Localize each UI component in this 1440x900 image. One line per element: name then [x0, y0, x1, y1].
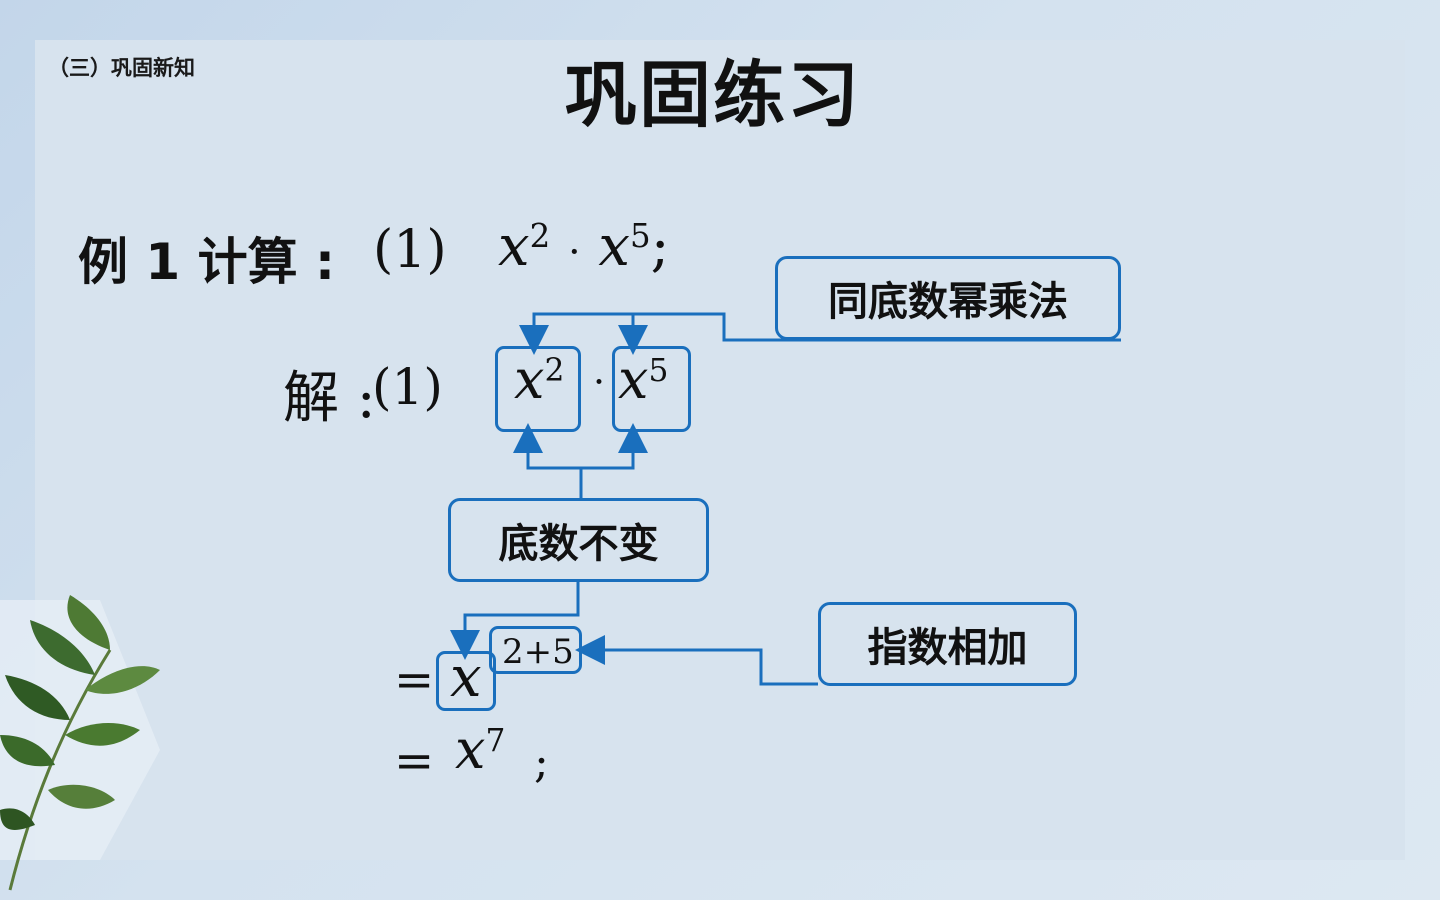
step2-equals: = [394, 733, 435, 789]
leaf-decoration-icon [0, 595, 160, 891]
solution-base-1: x [514, 348, 545, 411]
step1-exponent-sum: 2+5 [502, 632, 574, 672]
connector-add-exponents [575, 635, 818, 686]
section-label: （三）巩固新知 [48, 56, 195, 80]
step1-equals: = [394, 652, 435, 708]
solution-term-1: x2 [514, 348, 564, 411]
example-base-1: x [498, 214, 530, 279]
step2-exponent: 7 [485, 722, 506, 759]
callout-base-unchanged: 底数不变 [448, 498, 709, 582]
connector-base-unchanged-up-branch [581, 423, 648, 470]
example-part-number: (1) [373, 220, 447, 280]
solution-term-2: x5 [618, 348, 668, 411]
connector-same-base [519, 312, 1121, 355]
example-semicolon: ; [650, 214, 670, 279]
page-title: 巩固练习 [565, 53, 862, 137]
highlight-box-x5 [612, 346, 691, 432]
example-label: 例 1 计算 : [78, 233, 336, 291]
example-base-2: x [598, 214, 630, 279]
connector-base-unchanged-down [450, 582, 580, 660]
example-exponent-1: 2 [529, 217, 551, 256]
slide-panel [35, 40, 1405, 860]
solution-label: 解 : [283, 366, 376, 431]
step2-semicolon: ; [534, 737, 549, 788]
step2-result: x7 [455, 718, 505, 781]
solution-base-2: x [618, 348, 649, 411]
example-expression: x2 · x5; [498, 214, 670, 279]
solution-exponent-1: 2 [544, 352, 565, 389]
example-exponent-2: 5 [629, 217, 651, 256]
callout-add-exponents: 指数相加 [818, 602, 1077, 686]
example-dot: · [568, 230, 581, 275]
connector-base-unchanged-up [513, 423, 583, 498]
solution-part-number: (1) [372, 358, 443, 416]
solution-exponent-2: 5 [648, 352, 669, 389]
step2-base: x [455, 718, 486, 781]
solution-dot: · [593, 360, 606, 404]
